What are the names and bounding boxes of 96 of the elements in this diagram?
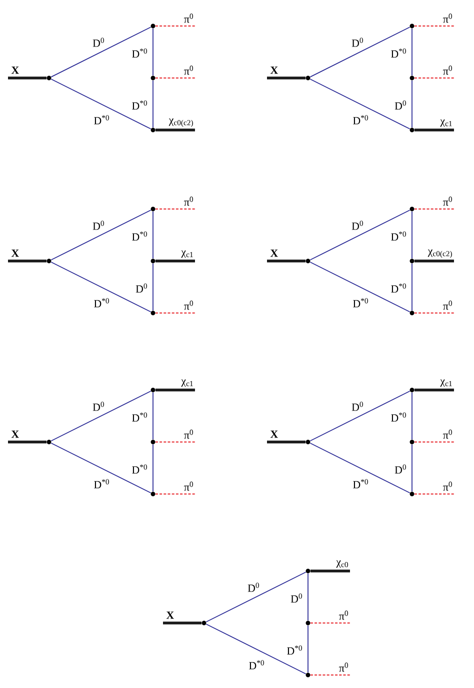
propagator-line: [50, 26, 152, 78]
particle-label: X: [10, 248, 20, 258]
propagator-line: [152, 80, 154, 128]
particle-label: D$^{*0}$: [130, 463, 149, 475]
external-line: [414, 388, 454, 392]
propagator-line: [152, 263, 154, 311]
particle-label: X: [10, 430, 20, 439]
particle-label: D$^{0}$: [246, 582, 261, 593]
particle-label: D$^{0}$: [134, 282, 149, 294]
external-line: [267, 440, 306, 444]
propagator-line: [206, 572, 306, 622]
particle-label: π$^{0}$: [442, 12, 454, 24]
particle-label: π$^{0}$: [442, 300, 454, 311]
particle-label: D$^{*0}$: [92, 297, 111, 308]
dashed-line: [155, 312, 196, 314]
propagator-line: [310, 78, 410, 130]
particle-label: π$^{0}$: [338, 662, 350, 673]
particle-label: χ$_{c1}$: [180, 249, 195, 259]
dashed-line: [155, 208, 196, 210]
particle-label: D$^{*0}$: [352, 297, 370, 308]
dashed-line: [310, 622, 350, 624]
propagator-line: [206, 624, 306, 674]
propagator-line: [50, 210, 152, 260]
propagator-line: [310, 262, 410, 312]
dashed-line: [414, 312, 454, 314]
external-line: [267, 76, 306, 80]
particle-label: π$^{0}$: [442, 480, 454, 492]
particle-label: D$^{*0}$: [130, 230, 149, 242]
dashed-line: [414, 208, 454, 210]
particle-label: D$^{*0}$: [352, 478, 370, 490]
particle-label: D$^{0}$: [350, 400, 365, 412]
particle-label: π$^{0}$: [182, 64, 195, 76]
propagator-line: [152, 28, 154, 76]
particle-label: D$^{*0}$: [92, 114, 111, 126]
particle-label: π$^{0}$: [182, 300, 195, 311]
propagator-line: [152, 392, 154, 440]
particle-label: D$^{0}$: [92, 220, 106, 231]
particle-label: π$^{0}$: [442, 64, 454, 76]
particle-label: D$^{*0}$: [390, 411, 408, 423]
particle-label: D$^{*0}$: [130, 99, 149, 111]
particle-label: D$^{*0}$: [390, 282, 408, 294]
propagator-line: [50, 390, 152, 442]
particle-label: π$^{0}$: [442, 196, 454, 207]
particle-label: χ$_{c1}$: [180, 378, 195, 388]
external-line: [414, 260, 454, 262]
particle-label: D$^{*0}$: [352, 114, 370, 126]
particle-label: X: [165, 610, 176, 620]
particle-label: X: [269, 248, 280, 258]
particle-label: π$^{0}$: [182, 428, 195, 440]
external-line: [267, 260, 306, 262]
external-line: [310, 570, 350, 572]
propagator-line: [310, 442, 410, 494]
propagator-line: [310, 390, 410, 442]
propagator-line: [50, 78, 152, 130]
particle-label: χ$_{c0(c2)}$: [426, 248, 454, 259]
particle-label: π$^{0}$: [182, 480, 195, 492]
external-line: [8, 76, 47, 80]
particle-label: D$^{0}$: [350, 36, 365, 48]
particle-label: D$^{0}$: [92, 36, 106, 48]
propagator-line: [152, 211, 154, 259]
particle-label: π$^{0}$: [182, 12, 195, 24]
external-line: [163, 622, 202, 624]
particle-label: D$^{0}$: [394, 463, 408, 475]
particle-label: π$^{0}$: [338, 610, 350, 621]
particle-label: χ$_{c1}$: [439, 118, 454, 128]
external-line: [414, 128, 454, 132]
propagator-line: [152, 444, 154, 492]
particle-label: D$^{*0}$: [286, 644, 304, 656]
particle-label: D$^{*0}$: [390, 47, 408, 59]
external-line: [155, 388, 195, 392]
particle-label: χ$_{c1}$: [439, 378, 454, 388]
external-line: [8, 440, 47, 444]
particle-label: D$^{*0}$: [390, 230, 408, 242]
particle-label: π$^{0}$: [182, 196, 195, 207]
particle-label: X: [269, 430, 280, 439]
external-line: [8, 260, 47, 262]
particle-label: X: [269, 66, 280, 75]
external-line: [155, 260, 195, 262]
propagator-line: [310, 26, 410, 78]
particle-label: D$^{*0}$: [92, 478, 111, 490]
particle-label: π$^{0}$: [442, 428, 454, 440]
propagator-line: [310, 210, 410, 260]
particle-label: χ$_{c0}$: [335, 559, 350, 569]
particle-label: X: [10, 66, 20, 75]
dashed-line: [310, 674, 350, 676]
external-line: [155, 128, 195, 132]
particle-label: D$^{*0}$: [130, 47, 149, 59]
particle-label: D$^{0}$: [350, 220, 365, 231]
particle-label: D$^{0}$: [290, 592, 304, 604]
propagator-line: [50, 442, 152, 494]
propagator-line: [50, 262, 152, 312]
particle-label: D$^{*0}$: [248, 659, 266, 670]
particle-label: D$^{0}$: [394, 99, 408, 111]
particle-label: D$^{*0}$: [130, 411, 149, 423]
particle-label: χ$_{c0(c2)}$: [168, 118, 195, 128]
particle-label: D$^{0}$: [92, 400, 106, 412]
